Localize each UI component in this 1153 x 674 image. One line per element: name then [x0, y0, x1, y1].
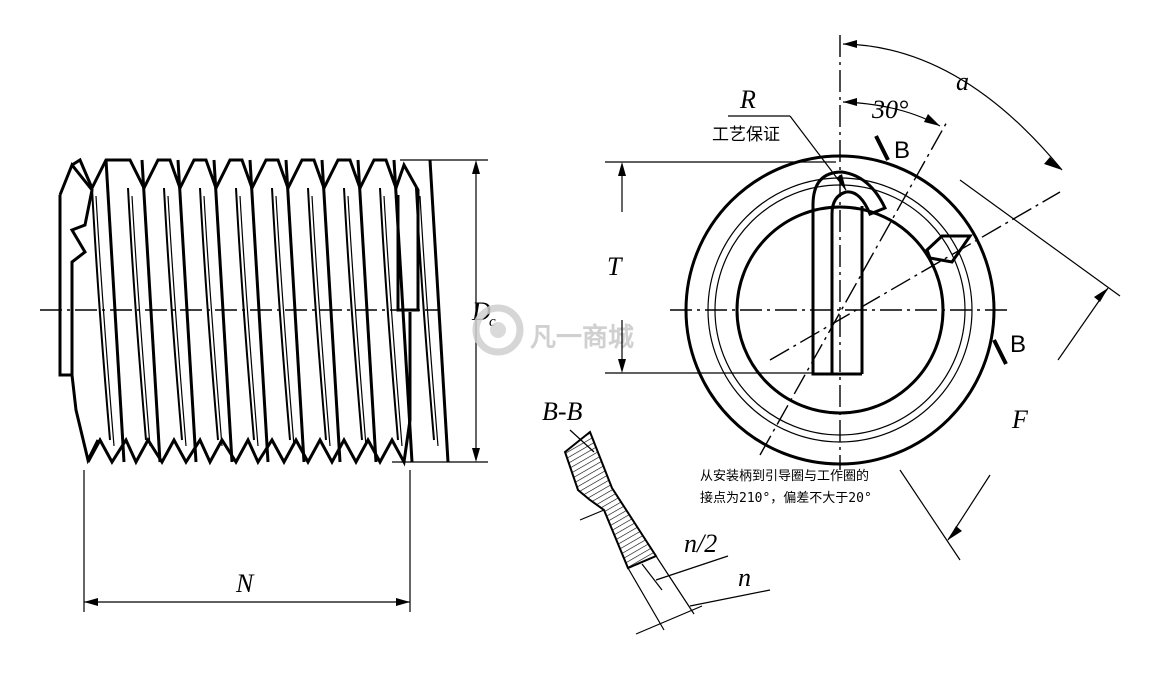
- thread-flank-front: [235, 187, 255, 441]
- thread-flank-front: [415, 187, 435, 441]
- diameter-subscript: c: [489, 314, 496, 330]
- thread-flank-front: [379, 187, 399, 441]
- half-n-label: n/2: [684, 529, 717, 558]
- thread-flank-crest: [176, 159, 198, 463]
- thread-flank-front: [91, 187, 111, 441]
- thread-flank-inner: [275, 195, 295, 447]
- thread-flank-crest: [140, 159, 162, 463]
- section-view: B-B n/2 n: [542, 397, 771, 635]
- thread-flank-front: [127, 187, 147, 441]
- note-line-2: 接点为210°，偏差不大于20°: [700, 490, 872, 506]
- length-label: N: [235, 569, 255, 598]
- T-label: T: [607, 252, 623, 281]
- side-view: N D c: [40, 157, 496, 612]
- thread-flank-crest: [248, 159, 270, 463]
- thread-flank-crest: [356, 159, 378, 463]
- thread-flank-crest: [320, 159, 342, 463]
- F-label: F: [1011, 405, 1029, 434]
- thread-flank-front: [199, 187, 219, 441]
- n-label: n: [738, 563, 751, 592]
- note-line-1: 从安装柄到引导圈与工作圈的: [700, 468, 869, 484]
- R-label: R: [739, 85, 756, 114]
- section-marker-bottom: B: [1010, 331, 1026, 358]
- watermark: 凡一商城: [472, 304, 634, 356]
- thread-flank-crest: [428, 159, 450, 463]
- thread-flank-crest: [104, 159, 126, 463]
- watermark-text: 凡一商城: [530, 322, 634, 353]
- section-profile: [563, 430, 658, 570]
- thread-flank-front: [271, 187, 291, 441]
- thread-flank-crest: [284, 159, 306, 463]
- thread-flank-inner: [239, 195, 259, 447]
- thread-flank-front: [163, 187, 183, 441]
- front-view: F T R 工艺保证 a 30° B B 从安装柄到引导圈与工作圈的 接点为21…: [605, 35, 1121, 561]
- thread-flank-inner: [167, 195, 187, 447]
- angle-a-label: a: [956, 67, 969, 96]
- R-note: 工艺保证: [712, 125, 780, 145]
- angle-30-label: 30°: [871, 95, 908, 124]
- section-title: B-B: [542, 397, 583, 426]
- thread-flank-front: [307, 187, 327, 441]
- thread-flank-front: [343, 187, 363, 441]
- thread-flank-crest: [212, 159, 234, 463]
- thread-flank-inner: [203, 195, 223, 447]
- thread-flank-crest: [392, 159, 414, 463]
- section-marker-top: B: [894, 137, 910, 164]
- thread-flank-inner: [311, 195, 331, 447]
